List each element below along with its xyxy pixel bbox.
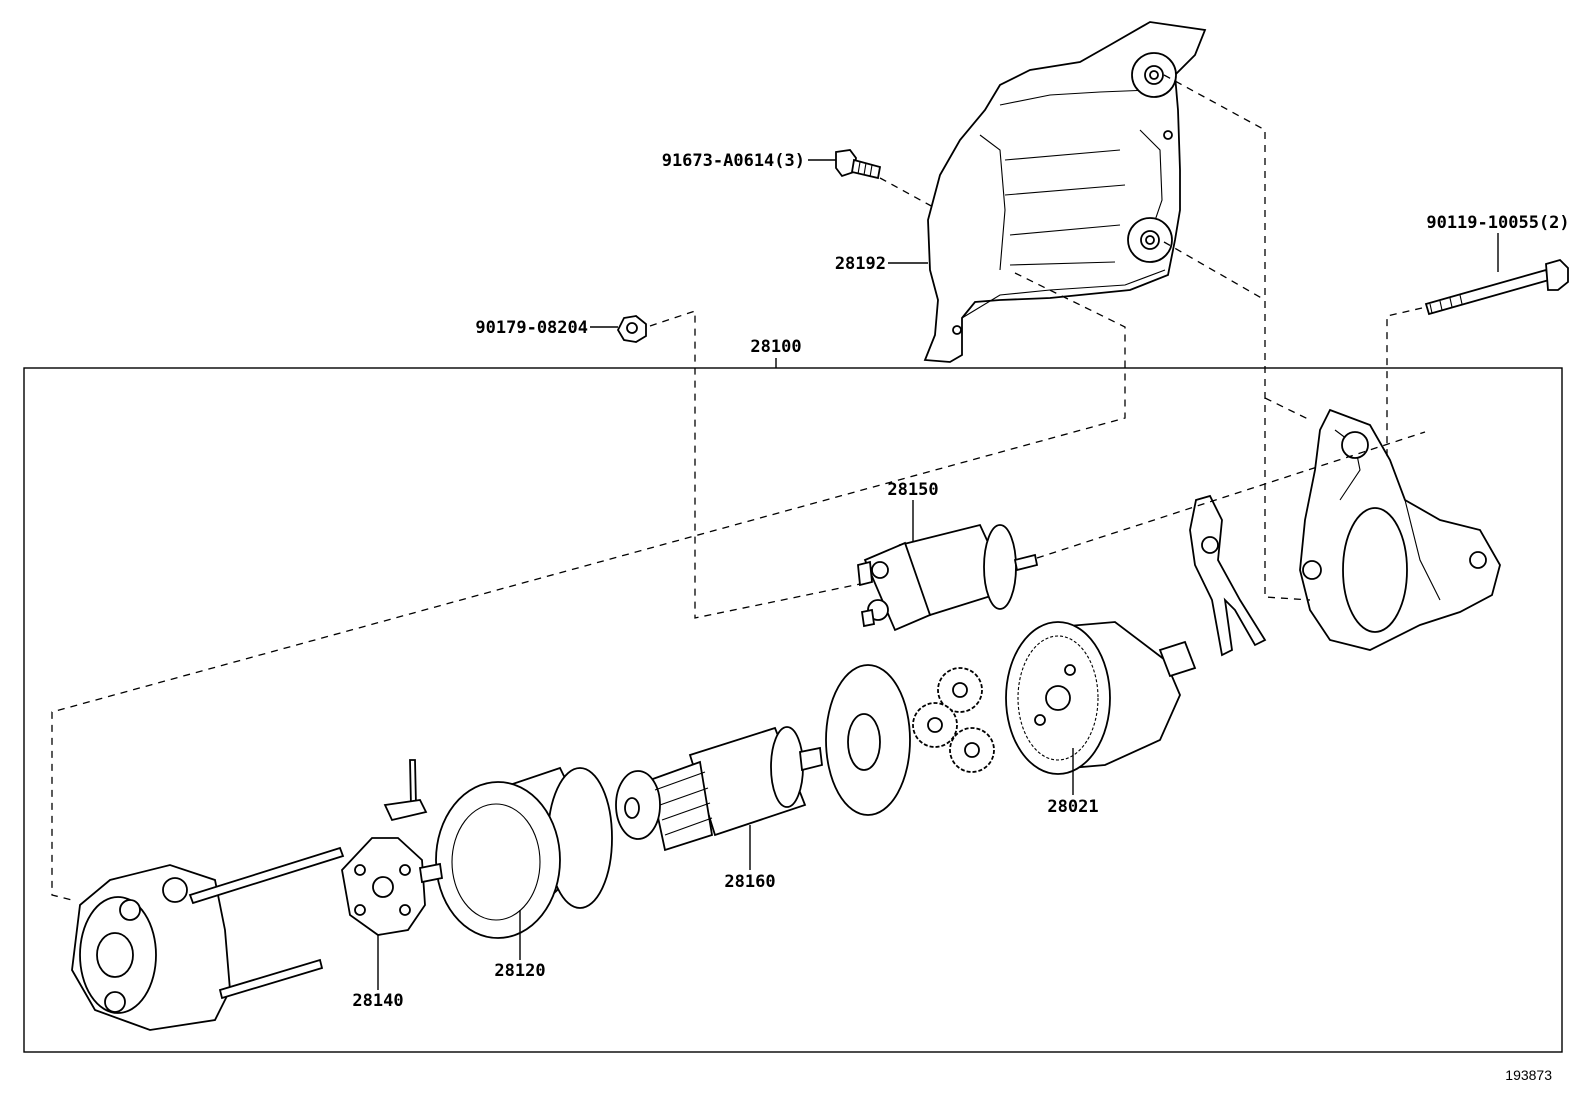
dash-through-bolt [1386, 307, 1423, 460]
label-assembly: 28100 [750, 337, 801, 357]
heat-shield-cover [923, 21, 1207, 363]
dash-housing [1264, 397, 1311, 421]
shift-lever [1189, 494, 1267, 657]
dash-cover-to-frame [51, 272, 1126, 901]
reduction-gear-assembly [1005, 621, 1197, 775]
dash-cover-bolt [879, 177, 936, 209]
label-cover: 28192 [835, 254, 886, 274]
yoke [435, 766, 613, 939]
label-bolt-cover: 91673-A0614(3) [662, 151, 805, 171]
label-through-bolt: 90119-10055(2) [1426, 213, 1569, 233]
label-gear-assembly: 28021 [1047, 797, 1098, 817]
dash-lower-hole [1163, 241, 1266, 301]
dash-solenoid-shaft [1036, 431, 1426, 559]
dash-nut [649, 310, 861, 619]
label-solenoid: 28150 [887, 480, 938, 500]
label-nut: 90179-08204 [475, 318, 588, 338]
assembly-frame [23, 367, 1563, 1053]
label-armature: 28160 [724, 872, 775, 892]
nut-icon [616, 315, 647, 343]
solenoid-switch [857, 523, 1039, 632]
planetary-gears [912, 667, 995, 773]
commutator-end-frame [71, 846, 345, 1031]
armature [615, 726, 823, 852]
label-brush-holder: 28140 [352, 991, 403, 1011]
reference-number: 193873 [1505, 1067, 1552, 1083]
cover-bolt-icon [835, 149, 882, 180]
through-bolt-icon [1424, 258, 1569, 316]
drive-housing [1299, 408, 1501, 651]
dash-top-hole [1163, 74, 1311, 601]
brush-holder [341, 759, 444, 936]
label-yoke: 28120 [494, 961, 545, 981]
gear-plate [825, 664, 911, 816]
